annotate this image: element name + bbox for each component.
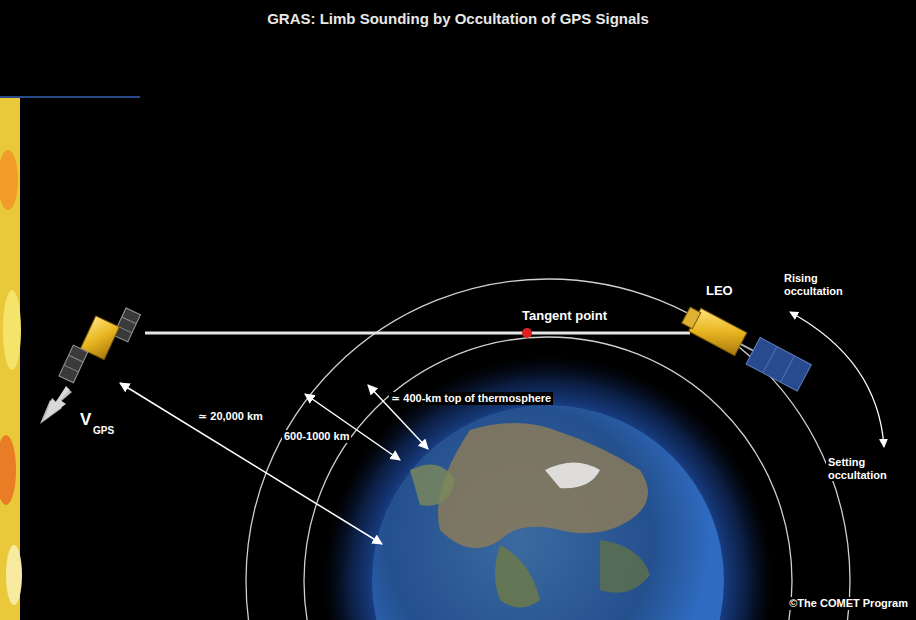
tangent-point-dot (522, 328, 532, 338)
distance-label: 600-1000 km (282, 430, 351, 443)
copyright-note: ©The COMET Program (787, 597, 910, 610)
landmass (410, 464, 455, 505)
thermosphere-ring (304, 337, 792, 620)
gps-satellite (59, 294, 141, 396)
map-patch (0, 150, 18, 210)
occultation-label: Rising occultation (782, 272, 868, 297)
satellite-label: LEO (704, 284, 735, 299)
distance-label: ≃ 20,000 km (196, 410, 265, 423)
atmosphere-glow (323, 356, 773, 620)
distance-arrow (120, 383, 382, 544)
velocity-arrow (44, 386, 70, 420)
landmass (438, 423, 648, 548)
header-rule (0, 96, 140, 98)
point-label: Tangent point (520, 309, 609, 324)
distance-label: ≃ 400-km top of thermosphere (389, 392, 553, 405)
map-patch (0, 435, 16, 505)
map-patch (6, 545, 22, 605)
landmass (600, 540, 650, 593)
map-patch (3, 290, 21, 370)
leo-satellite (679, 302, 811, 391)
leo-orbit-ring (246, 279, 850, 620)
diagram-title: GRAS: Limb Sounding by Occultation of GP… (0, 10, 916, 27)
landmass (495, 545, 540, 608)
snow-cover (545, 463, 600, 489)
occultation-arc (790, 312, 884, 447)
velocity-subscript: GPS (91, 425, 116, 437)
signal-ray (145, 332, 690, 335)
earth-globe (372, 405, 724, 620)
occultation-label: Setting occultation (826, 456, 912, 481)
